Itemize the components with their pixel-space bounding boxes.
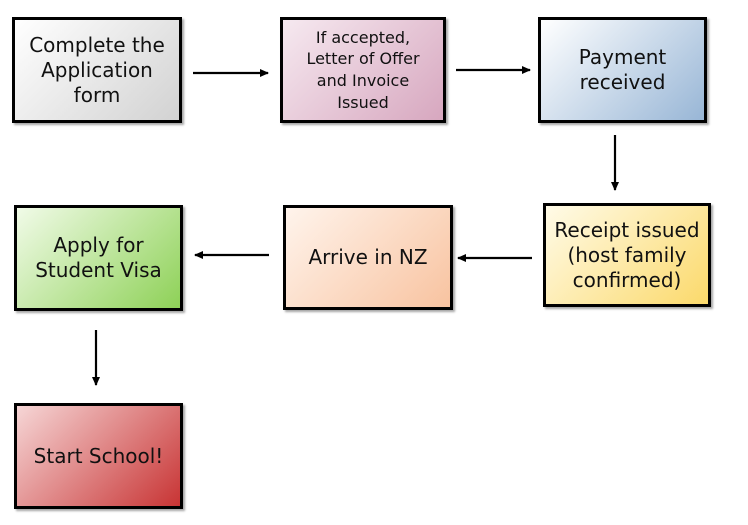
step-payment-received: Payment received [538, 17, 707, 123]
step-label: Start School! [34, 444, 164, 469]
step-start-school: Start School! [14, 403, 183, 509]
step-label-line: Payment [578, 45, 667, 69]
step-label: Receipt issued (host family confirmed) [554, 218, 699, 293]
step-label: Arrive in NZ [308, 245, 427, 270]
step-apply-student-visa: Apply for Student Visa [14, 205, 183, 311]
step-arrive-in-nz: Arrive in NZ [283, 205, 453, 310]
step-label-line: form [73, 82, 121, 107]
step-complete-application: Complete the Application form [12, 17, 182, 123]
step-letter-of-offer: If accepted, Letter of Offer and Invoice… [280, 17, 446, 123]
step-label: If accepted, Letter of Offer and Invoice… [306, 27, 419, 113]
step-label-line: Apply for [53, 233, 144, 257]
step-label-line: Issued [337, 92, 389, 112]
step-label-line: Application [41, 57, 153, 82]
step-label-line: If accepted, [315, 27, 411, 47]
step-label: Complete the Application form [29, 33, 165, 108]
step-receipt-issued: Receipt issued (host family confirmed) [543, 203, 711, 307]
step-label: Payment received [579, 45, 667, 95]
step-label-line: (host family [567, 242, 687, 267]
step-label-line: Start School! [33, 443, 164, 468]
step-label-line: Student Visa [35, 258, 162, 282]
step-label-line: Receipt issued [554, 217, 700, 242]
step-label: Apply for Student Visa [35, 233, 162, 283]
step-label-line: Letter of Offer [306, 49, 420, 69]
step-label-line: confirmed) [572, 267, 682, 292]
step-label-line: Arrive in NZ [308, 245, 428, 269]
step-label-line: received [579, 70, 666, 94]
step-label-line: and Invoice [316, 71, 410, 90]
step-label-line: Complete the [29, 32, 165, 57]
